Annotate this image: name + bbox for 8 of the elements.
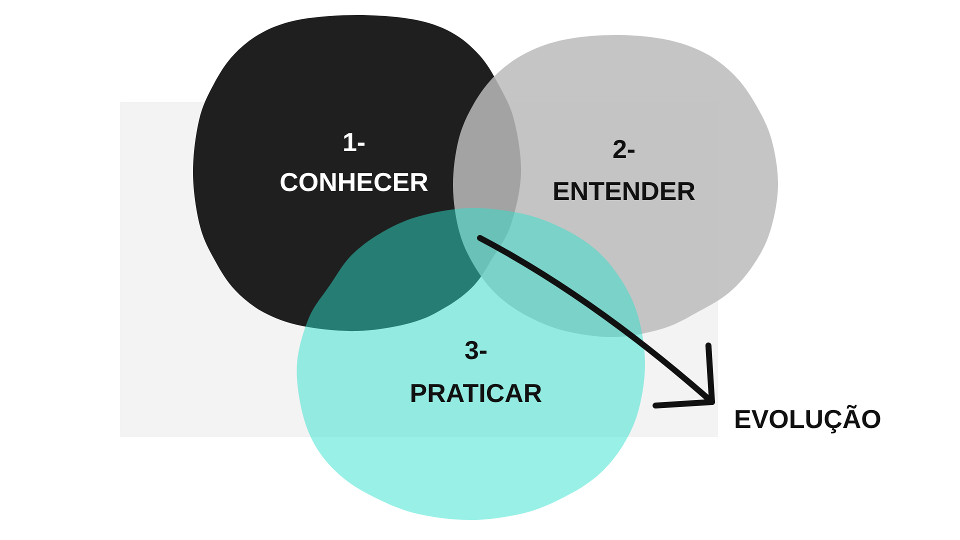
step-label: CONHECER: [280, 166, 428, 196]
step-number: 2-: [612, 134, 636, 164]
step-number: 1-: [342, 126, 366, 156]
outcome-label: EVOLUÇÃO: [734, 404, 882, 434]
step-label: ENTENDER: [552, 176, 696, 206]
step-label: PRATICAR: [410, 378, 542, 408]
arrow: [477, 235, 715, 410]
step-number: 3-: [464, 334, 488, 364]
